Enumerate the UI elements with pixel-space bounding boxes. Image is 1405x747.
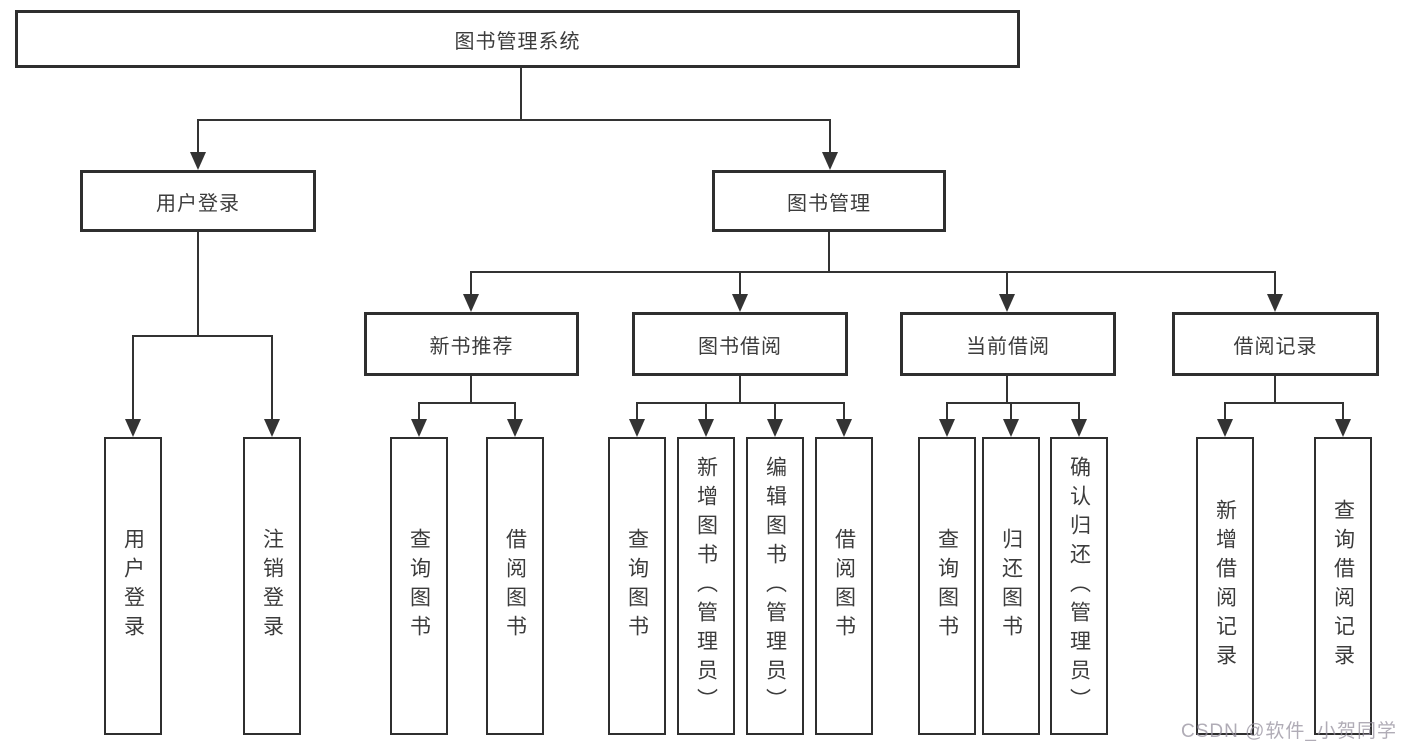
connector-line — [843, 403, 845, 421]
node-current-borrow-label: 当前借阅 — [966, 335, 1050, 358]
node-book-borrow-label: 图书借阅 — [698, 335, 782, 358]
node-borrow-record-label: 借阅记录 — [1233, 335, 1318, 358]
leaf-add-book-admin: 新增图书（管理员） — [677, 437, 735, 735]
leaf-edit-book-admin: 编辑图书（管理员） — [746, 437, 804, 735]
leaf-logout: 注销登录 — [243, 437, 301, 735]
leaf-borrow-book-recommend-label: 借阅图书 — [503, 528, 527, 644]
connector-line — [1224, 402, 1344, 404]
connector-line — [520, 68, 522, 120]
connector-line — [132, 336, 134, 421]
leaf-edit-book-admin-label: 编辑图书（管理员） — [763, 455, 787, 717]
leaf-query-borrow-record-label: 查询借阅记录 — [1331, 499, 1355, 673]
node-book-management-label: 图书管理 — [787, 192, 871, 215]
leaf-confirm-return-admin-label: 确认归还（管理员） — [1067, 455, 1091, 717]
connector-line — [1078, 403, 1080, 421]
connector-line — [1006, 272, 1008, 296]
node-current-borrow: 当前借阅 — [900, 312, 1116, 376]
connector-line — [705, 403, 707, 421]
connector-line — [271, 336, 273, 421]
connector-line — [636, 402, 845, 404]
node-borrow-record: 借阅记录 — [1172, 312, 1379, 376]
leaf-query-book-recommend-label: 查询图书 — [407, 528, 431, 644]
connector-line — [514, 403, 516, 421]
connector-line — [946, 403, 948, 421]
connector-line — [739, 376, 741, 404]
arrow-down-icon — [1071, 419, 1087, 437]
leaf-borrow-book: 借阅图书 — [815, 437, 873, 735]
leaf-logout-label: 注销登录 — [260, 528, 284, 644]
arrow-down-icon — [999, 294, 1015, 312]
connector-line — [739, 272, 741, 296]
arrow-down-icon — [767, 419, 783, 437]
leaf-return-book: 归还图书 — [982, 437, 1040, 735]
arrow-down-icon — [1335, 419, 1351, 437]
connector-line — [1010, 403, 1012, 421]
leaf-query-book-recommend: 查询图书 — [390, 437, 448, 735]
leaf-query-book-borrow: 查询图书 — [608, 437, 666, 735]
arrow-down-icon — [190, 152, 206, 170]
connector-line — [470, 272, 472, 296]
arrow-down-icon — [698, 419, 714, 437]
arrow-down-icon — [1267, 294, 1283, 312]
connector-line — [1274, 272, 1276, 296]
leaf-borrow-book-label: 借阅图书 — [832, 528, 856, 644]
connector-line — [829, 120, 831, 154]
leaf-add-borrow-record: 新增借阅记录 — [1196, 437, 1254, 735]
leaf-confirm-return-admin: 确认归还（管理员） — [1050, 437, 1108, 735]
arrow-down-icon — [264, 419, 280, 437]
connector-line — [418, 402, 516, 404]
leaf-add-borrow-record-label: 新增借阅记录 — [1213, 499, 1237, 673]
node-root-label: 图书管理系统 — [454, 30, 581, 53]
connector-line — [132, 335, 273, 337]
connector-line — [470, 376, 472, 404]
node-new-book-recommend-label: 新书推荐 — [429, 335, 514, 358]
leaf-return-book-label: 归还图书 — [999, 528, 1023, 644]
connector-line — [418, 403, 420, 421]
node-user-login-label: 用户登录 — [156, 192, 240, 215]
arrow-down-icon — [125, 419, 141, 437]
leaf-query-book-current: 查询图书 — [918, 437, 976, 735]
connector-line — [1342, 403, 1344, 421]
connector-line — [1224, 403, 1226, 421]
connector-line — [470, 271, 1276, 273]
node-book-borrow: 图书借阅 — [632, 312, 848, 376]
arrow-down-icon — [939, 419, 955, 437]
connector-line — [197, 120, 199, 154]
leaf-add-book-admin-label: 新增图书（管理员） — [694, 455, 718, 717]
arrow-down-icon — [732, 294, 748, 312]
connector-line — [1006, 376, 1008, 404]
csdn-watermark: CSDN @软件_小贺同学 — [1181, 721, 1397, 742]
arrow-down-icon — [463, 294, 479, 312]
connector-line — [828, 232, 830, 272]
node-new-book-recommend: 新书推荐 — [364, 312, 579, 376]
arrow-down-icon — [411, 419, 427, 437]
node-book-management: 图书管理 — [712, 170, 946, 232]
arrow-down-icon — [629, 419, 645, 437]
connector-line — [774, 403, 776, 421]
leaf-query-book-borrow-label: 查询图书 — [625, 528, 649, 644]
leaf-user-login-label: 用户登录 — [121, 528, 145, 644]
connector-line — [197, 232, 199, 336]
connector-line — [636, 403, 638, 421]
arrow-down-icon — [822, 152, 838, 170]
arrow-down-icon — [1217, 419, 1233, 437]
leaf-user-login: 用户登录 — [104, 437, 162, 735]
arrow-down-icon — [507, 419, 523, 437]
node-root: 图书管理系统 — [15, 10, 1020, 68]
leaf-borrow-book-recommend: 借阅图书 — [486, 437, 544, 735]
leaf-query-borrow-record: 查询借阅记录 — [1314, 437, 1372, 735]
connector-line — [1274, 376, 1276, 404]
node-user-login: 用户登录 — [80, 170, 316, 232]
arrow-down-icon — [836, 419, 852, 437]
leaf-query-book-current-label: 查询图书 — [935, 528, 959, 644]
connector-line — [946, 402, 1080, 404]
connector-line — [197, 119, 831, 121]
arrow-down-icon — [1003, 419, 1019, 437]
